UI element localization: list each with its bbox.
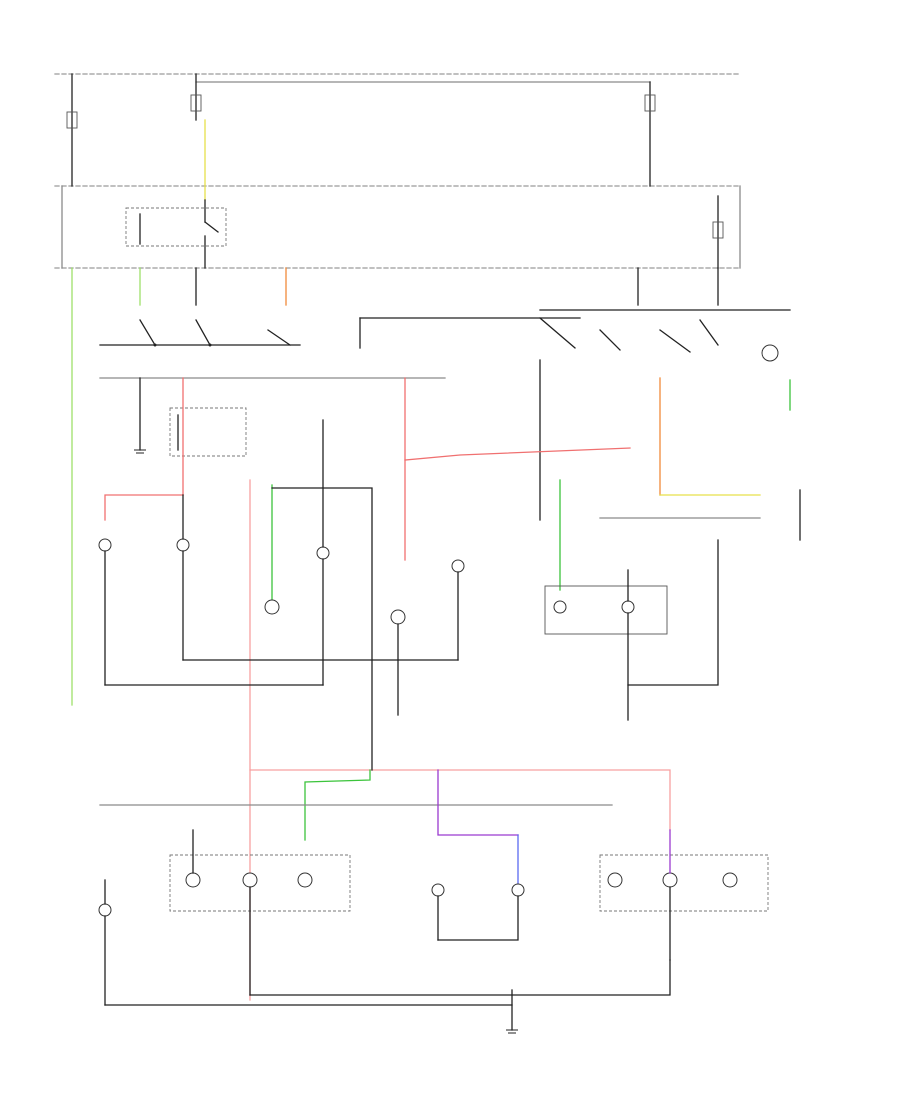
combination-switch	[359, 317, 719, 353]
main-ground	[506, 989, 518, 1034]
hazard-switch	[99, 319, 301, 347]
right-front-side-marker	[390, 609, 406, 716]
left-park-light	[316, 419, 330, 686]
turn-signal-flasher	[169, 407, 247, 457]
left-indicator-ground	[134, 377, 146, 454]
fuse-left	[66, 73, 78, 187]
indicator-lights	[544, 569, 668, 721]
indicator-ground	[627, 539, 719, 686]
front-left-turn-light	[98, 538, 112, 686]
left-rear-combination-light	[169, 829, 351, 996]
right-fuse-feed	[712, 195, 724, 269]
left-high-mount-light	[431, 769, 519, 941]
right-park-light	[451, 559, 465, 661]
green-wires	[71, 267, 791, 841]
right-rear-ground	[249, 959, 671, 996]
license-light	[98, 879, 112, 1006]
right-rear-combination-light	[599, 829, 769, 961]
front-right-turn-light	[176, 494, 190, 661]
fuse-right	[644, 81, 656, 187]
front-ground-loops	[104, 487, 459, 771]
fuse-center	[190, 73, 202, 121]
top-power-bus	[54, 73, 741, 269]
right-high-mount-light	[437, 834, 525, 941]
switch-wires-top	[139, 267, 791, 311]
dimmer-module	[599, 344, 801, 541]
red-wires	[104, 377, 761, 1001]
tail-light-relay	[125, 199, 227, 269]
left-front-side-marker	[264, 599, 280, 615]
